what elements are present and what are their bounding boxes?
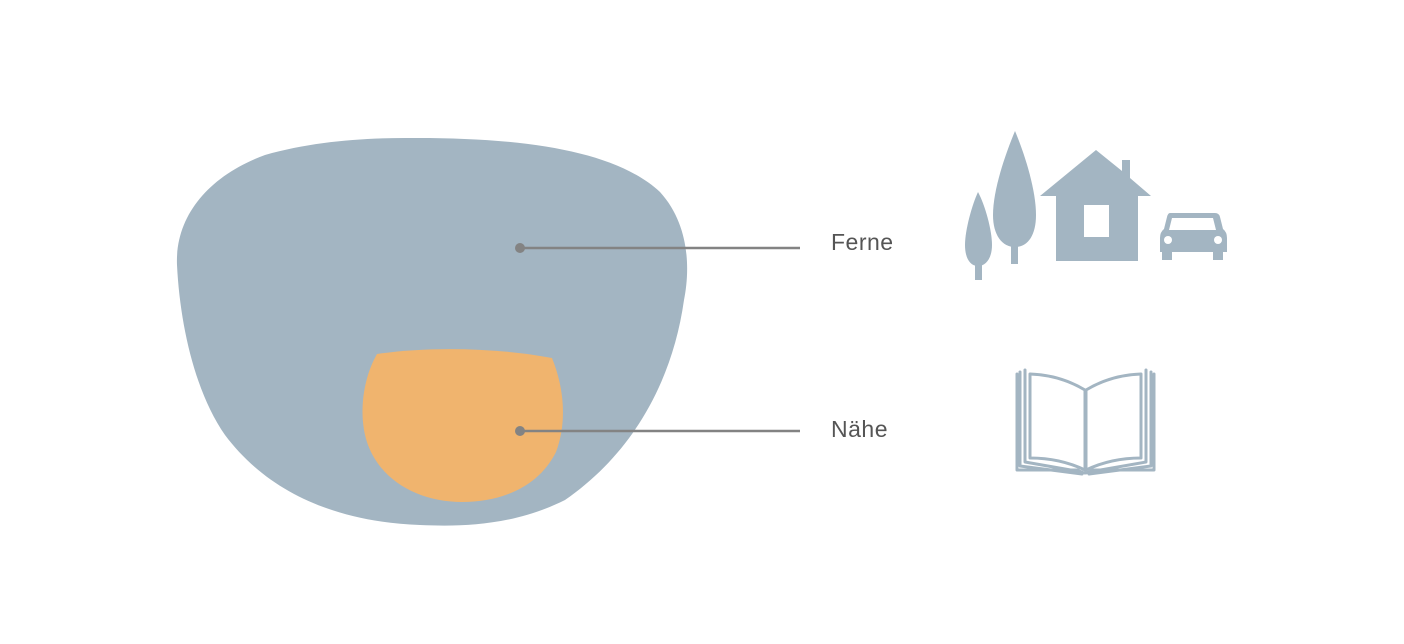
leader-line-distance bbox=[515, 243, 800, 253]
tall-tree-icon bbox=[993, 131, 1036, 264]
landscape-icon bbox=[965, 131, 1227, 280]
distance-label: Ferne bbox=[831, 229, 894, 255]
book-icon bbox=[1015, 368, 1156, 476]
house-icon bbox=[1040, 150, 1151, 261]
car-icon bbox=[1160, 213, 1227, 260]
near-zone-segment bbox=[362, 349, 563, 502]
leader-line-near bbox=[515, 426, 800, 436]
small-tree-icon bbox=[965, 192, 992, 280]
near-label: Nähe bbox=[831, 416, 888, 442]
